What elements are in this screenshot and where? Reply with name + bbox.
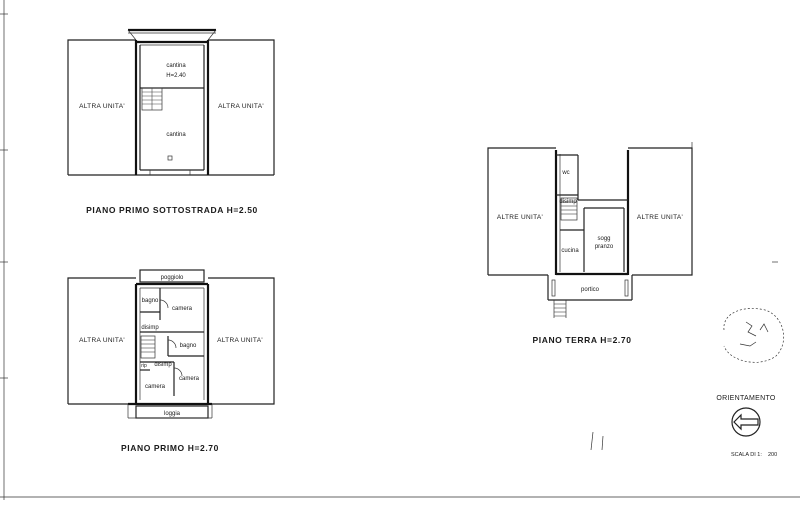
first-disimp-2-label: disimp bbox=[154, 362, 172, 368]
first-bagno-2-label: bagno bbox=[180, 343, 197, 349]
first-floor-plan: ALTRA UNITA' ALTRA UNITA' poggiolo bagno… bbox=[67, 269, 275, 453]
basement-cantina-height-label: H=2.40 bbox=[166, 73, 186, 79]
first-bagno-1-label: bagno bbox=[142, 298, 159, 304]
orientation-label: ORIENTAMENTO bbox=[716, 395, 776, 402]
first-camera-1-label: camera bbox=[172, 306, 193, 312]
basement-left-unit-label: ALTRA UNITA' bbox=[79, 103, 125, 110]
first-camera-3-label: camera bbox=[179, 376, 200, 382]
ground-left-unit-label: ALTRE UNITA' bbox=[497, 214, 543, 221]
first-loggia-label: loggia bbox=[164, 411, 181, 417]
first-plan-title: PIANO PRIMO H=2.70 bbox=[121, 443, 219, 453]
first-disimp-1-label: disimp bbox=[141, 325, 159, 331]
basement-cantina-bottom-label: cantina bbox=[166, 132, 186, 138]
ground-cucina-label: cucina bbox=[561, 248, 579, 254]
ground-disimp-label: disimp bbox=[559, 199, 577, 205]
basement-plan: ALTRA UNITA' ALTRA UNITA' cantina H=2.40… bbox=[67, 28, 275, 215]
orientation-arrow-icon bbox=[733, 413, 759, 431]
basement-plan-title: PIANO PRIMO SOTTOSTRADA H=2.50 bbox=[86, 205, 258, 215]
ground-portico-label: portico bbox=[581, 287, 600, 293]
compass-circle bbox=[731, 407, 761, 437]
scan-marks bbox=[590, 431, 604, 451]
first-right-unit-label: ALTRA UNITA' bbox=[217, 337, 263, 344]
ground-sogg-label: sogg bbox=[597, 236, 610, 242]
ground-pranzo-label: pranzo bbox=[595, 244, 614, 250]
basement-right-unit-label: ALTRA UNITA' bbox=[218, 103, 264, 110]
orientation-legend: ORIENTAMENTO SCALA DI 1: 200 bbox=[716, 395, 777, 458]
page-edge-marks bbox=[0, 0, 800, 500]
scale-label: SCALA DI 1: bbox=[731, 452, 762, 458]
ground-wc-label: wc bbox=[561, 170, 569, 176]
first-camera-2-label: camera bbox=[145, 384, 166, 390]
stamp-mark bbox=[723, 308, 784, 363]
ground-right-unit-label: ALTRE UNITA' bbox=[637, 214, 683, 221]
ground-plan-title: PIANO TERRA H=2.70 bbox=[532, 335, 631, 345]
scale-value: 200 bbox=[768, 452, 777, 458]
basement-cantina-top-label: cantina bbox=[166, 63, 186, 69]
ground-floor-plan: ALTRE UNITA' ALTRE UNITA' wc disimp cuci… bbox=[487, 142, 693, 345]
first-left-unit-label: ALTRA UNITA' bbox=[79, 337, 125, 344]
first-rip-label: rip bbox=[141, 363, 147, 369]
first-poggiolo-label: poggiolo bbox=[161, 275, 184, 281]
